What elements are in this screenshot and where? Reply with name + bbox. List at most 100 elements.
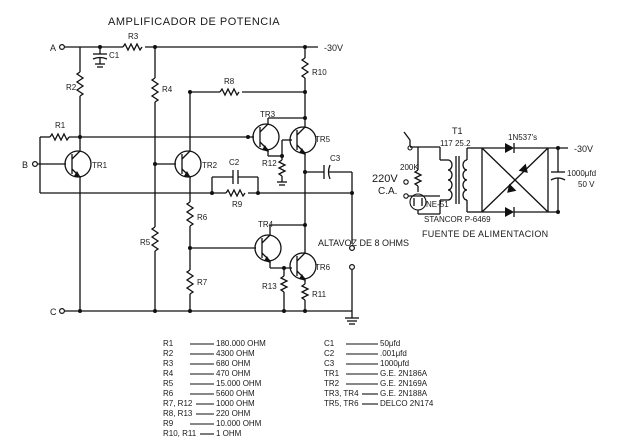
r7-label: R7 bbox=[197, 278, 208, 287]
part-value: G.E. 2N169A bbox=[380, 379, 428, 388]
part-value: 220 OHM bbox=[216, 409, 251, 418]
ps-transformer-label: STANCOR P-6469 bbox=[424, 215, 491, 224]
parts-left-row: R5 15.000 OHM bbox=[163, 379, 262, 388]
tr2-label: TR2 bbox=[202, 161, 218, 170]
tr4-label: TR4 bbox=[258, 220, 274, 229]
r7-resistor: R7 bbox=[185, 269, 208, 311]
terminal-b-label: B bbox=[22, 160, 28, 170]
parts-right-row: TR1 G.E. 2N186A bbox=[324, 369, 428, 378]
tr5-label: TR5 bbox=[315, 135, 331, 144]
part-ref: R7, R12 bbox=[163, 399, 193, 408]
parts-right-row: C2 .001μfd bbox=[324, 349, 407, 358]
terminal-a[interactable]: A bbox=[50, 43, 65, 53]
c2-capacitor: C2 bbox=[211, 158, 259, 193]
r9-resistor: R9 bbox=[40, 188, 352, 209]
r9-label: R9 bbox=[232, 200, 243, 209]
r10-resistor: R10 bbox=[300, 47, 327, 92]
c1-label: C1 bbox=[109, 51, 120, 60]
ps-capacitor-voltage-label: 50 V bbox=[578, 180, 595, 189]
r11-resistor: R11 bbox=[300, 279, 327, 311]
c3-label: C3 bbox=[330, 154, 341, 163]
part-value: G.E. 2N188A bbox=[380, 389, 428, 398]
r2-resistor: R2 bbox=[66, 47, 85, 136]
terminal-c-label: C bbox=[50, 307, 57, 317]
tr4-transistor: TR4 bbox=[190, 220, 305, 269]
part-ref: R3 bbox=[163, 359, 174, 368]
parts-right-row: C1 50μfd bbox=[324, 339, 400, 348]
part-value: 1000μfd bbox=[380, 359, 409, 368]
r5-label: R5 bbox=[140, 238, 151, 247]
c3-capacitor: C3 bbox=[305, 154, 353, 244]
parts-right-row: TR2 G.E. 2N169A bbox=[324, 379, 428, 388]
part-ref: TR2 bbox=[324, 379, 340, 388]
tr5-transistor: TR5 bbox=[282, 92, 331, 172]
part-value: 50μfd bbox=[380, 339, 400, 348]
parts-left-row: R3 680 OHM bbox=[163, 359, 251, 368]
ps-rectifier-label: 1N537's bbox=[508, 133, 537, 142]
parts-left-column: R1 180.000 OHM R2 4300 OHM R3 680 OHM R4… bbox=[163, 339, 266, 438]
tr3-label: TR3 bbox=[260, 110, 276, 119]
part-ref: C1 bbox=[324, 339, 335, 348]
speaker-terminals: ALTAVOZ DE 8 OHMS bbox=[318, 238, 409, 325]
tr1-transistor: TR1 bbox=[64, 137, 108, 311]
c2-label: C2 bbox=[229, 158, 240, 167]
parts-right-row: TR3, TR4 G.E. 2N188A bbox=[324, 389, 428, 398]
r5-resistor: R5 bbox=[140, 226, 160, 311]
part-value: DELCO 2N174 bbox=[380, 399, 434, 408]
diagram-title: AMPLIFICADOR DE POTENCIA bbox=[108, 16, 280, 28]
terminal-c[interactable]: C bbox=[50, 307, 65, 317]
part-ref: R5 bbox=[163, 379, 174, 388]
terminal-a-label: A bbox=[50, 43, 56, 53]
ps-resistor-label: 200K bbox=[400, 163, 419, 172]
part-value: 10.000 OHM bbox=[216, 419, 262, 428]
tr1-label: TR1 bbox=[92, 161, 108, 170]
part-value: 180.000 OHM bbox=[216, 339, 266, 348]
r2-label: R2 bbox=[66, 83, 77, 92]
part-value: 1000 OHM bbox=[216, 399, 255, 408]
bottom-rail bbox=[62, 309, 352, 313]
ps-voltages-label: 117 25.2 bbox=[440, 139, 471, 148]
part-ref: R10, R11 bbox=[163, 429, 197, 438]
part-ref: C2 bbox=[324, 349, 335, 358]
r4-label: R4 bbox=[162, 85, 173, 94]
terminal-b[interactable]: B bbox=[22, 160, 38, 170]
c1-capacitor: C1 bbox=[92, 47, 120, 68]
parts-left-row: R1 180.000 OHM bbox=[163, 339, 266, 348]
tr2-transistor: TR2 bbox=[174, 92, 218, 178]
ps-capacitor-label: 1000μfd bbox=[567, 169, 596, 178]
r11-label: R11 bbox=[312, 290, 327, 299]
speaker-label: ALTAVOZ DE 8 OHMS bbox=[318, 238, 409, 248]
part-value: 470 OHM bbox=[216, 369, 251, 378]
r8-label: R8 bbox=[224, 77, 235, 86]
r1-resistor: R1 bbox=[39, 121, 248, 164]
part-value: G.E. 2N186A bbox=[380, 369, 428, 378]
part-value: 1 OHM bbox=[216, 429, 242, 438]
tr6-transistor: TR6 bbox=[289, 225, 331, 281]
r8-resistor: R8 bbox=[190, 77, 307, 97]
ps-lamp-label: NE-51 bbox=[426, 200, 449, 209]
ps-t1-label: T1 bbox=[452, 126, 463, 136]
parts-left-row: R2 4300 OHM bbox=[163, 349, 255, 358]
part-value: 680 OHM bbox=[216, 359, 251, 368]
parts-left-row: R6 5600 OHM bbox=[163, 389, 255, 398]
tr6-label: TR6 bbox=[315, 263, 331, 272]
part-ref: TR5, TR6 bbox=[324, 399, 359, 408]
parts-list: R1 180.000 OHM R2 4300 OHM R3 680 OHM R4… bbox=[163, 339, 434, 438]
parts-right-row: TR5, TR6 DELCO 2N174 bbox=[324, 399, 434, 408]
parts-left-row: R9 10.000 OHM bbox=[163, 419, 262, 428]
part-ref: TR3, TR4 bbox=[324, 389, 359, 398]
parts-left-row: R10, R11 1 OHM bbox=[163, 429, 242, 438]
part-value: 15.000 OHM bbox=[216, 379, 262, 388]
part-ref: R8, R13 bbox=[163, 409, 193, 418]
ps-caption: FUENTE DE ALIMENTACION bbox=[422, 229, 548, 239]
part-ref: R9 bbox=[163, 419, 174, 428]
part-ref: R2 bbox=[163, 349, 174, 358]
r6-label: R6 bbox=[197, 213, 208, 222]
tr3-transistor: TR3 bbox=[248, 110, 305, 157]
supply-voltage-label: -30V bbox=[324, 43, 343, 53]
part-value: 4300 OHM bbox=[216, 349, 255, 358]
r13-label: R13 bbox=[262, 282, 277, 291]
parts-right-column: C1 50μfd C2 .001μfd C3 1000μfd TR1 G.E. … bbox=[324, 339, 434, 408]
r1-label: R1 bbox=[55, 121, 66, 130]
